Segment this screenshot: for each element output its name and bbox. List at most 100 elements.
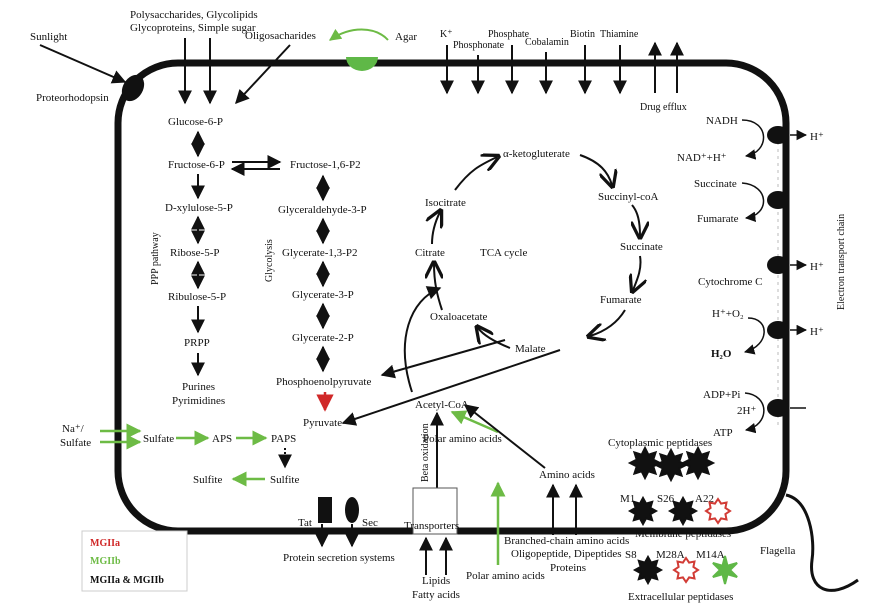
glycolysis-item-f16p: Fructose-1,6-P2 — [290, 159, 361, 171]
ppp-item-xylulose: D-xylulose-5-P — [165, 202, 233, 214]
membrane-peptidase-symbols — [627, 495, 732, 527]
tca-arrow-cit-iso — [432, 212, 440, 245]
ppp-item-ribose: Ribose-5-P — [170, 247, 220, 259]
thiamine-label: Thiamine — [600, 29, 639, 40]
fatty-acids-label: Fatty acids — [412, 589, 460, 601]
drug-efflux-label: Drug efflux — [640, 102, 687, 113]
glycolysis-item-g3p: Glyceraldehyde-3-P — [278, 204, 367, 216]
extracellular-peptidase-m28a-star — [672, 556, 700, 584]
nadh-arrow — [741, 119, 765, 160]
m28a-label: M28A — [656, 549, 685, 561]
h-o2-label: H⁺+O₂ — [712, 308, 744, 320]
agar-arrow — [329, 28, 389, 41]
ppp-item-prpp: PRPP — [184, 337, 210, 349]
polar-amino-acids-out-label: Polar amino acids — [466, 570, 545, 582]
tca-item-fumarate: Fumarate — [600, 294, 642, 306]
atp-synthesis-arrow — [744, 392, 765, 434]
glycolysis-item-g13p2: Glycerate-1,3-P2 — [282, 247, 357, 259]
flagella-label: Flagella — [760, 545, 796, 557]
etc-title: Electron transport chain — [836, 214, 847, 310]
cytoplasmic-peptidase-star — [680, 445, 716, 481]
extracellular-peptidase-m14a-star — [712, 555, 738, 585]
tca-item-malate: Malate — [515, 343, 546, 355]
tca-arrow-mal-oaa — [478, 328, 511, 349]
glycolysis-item-g2p: Glycerate-2-P — [292, 332, 354, 344]
membrane-peptidase-m1-star — [627, 495, 659, 527]
succinate-arrow — [741, 182, 765, 223]
sec-transporter — [345, 497, 359, 523]
water-label: H₂O — [711, 348, 732, 360]
tca-item-akg: α-ketogluterate — [503, 148, 570, 160]
polar-amino-acids-in-label: Polar amino acids — [423, 433, 502, 445]
nad-label: NAD⁺+H⁺ — [677, 152, 727, 164]
tca-title: TCA cycle — [480, 247, 527, 259]
amino-acids-to-acetylcoa-arrow — [463, 404, 546, 469]
two-h-label: 2H⁺ — [737, 405, 756, 417]
branched-aa-label: Branched-chain amino acids — [504, 535, 629, 547]
etc-complex-3 — [767, 256, 789, 274]
cytoplasmic-peptidase-star — [627, 445, 663, 481]
beta-oxidation-label: Beta oxidation — [420, 423, 431, 482]
glycolysis-item-pep: Phosphoenolpyruvate — [276, 376, 371, 388]
h-label-3: H⁺ — [810, 326, 824, 338]
atp-synthase — [767, 399, 789, 417]
tca-arrow-succ-fum — [633, 255, 641, 290]
tca-item-isocitrate: Isocitrate — [425, 197, 466, 209]
etc-complex-1 — [767, 126, 789, 144]
cytoplasmic-peptidase-star — [653, 447, 689, 483]
s26-label: S26 — [657, 493, 675, 505]
sugars-label-2: Glycoproteins, Simple sugar — [130, 22, 256, 34]
tca-arrow-fum-mal — [590, 309, 626, 336]
flagella-shape — [785, 493, 859, 592]
sunlight-label: Sunlight — [30, 31, 67, 43]
proteorhodopsin-label: Proteorhodopsin — [36, 92, 109, 104]
tca-item-oxaloacetate: Oxaloacetate — [430, 311, 488, 323]
tat-transporter — [318, 497, 332, 523]
tca-item-succinylcoa: Succinyl-coA — [598, 191, 659, 203]
h-label-2: H⁺ — [810, 261, 824, 273]
m14a-label: M14A — [696, 549, 725, 561]
extracellular-peptidase-symbols — [632, 554, 738, 586]
sulfite-out-label: Sulfite — [193, 474, 222, 486]
ppp-title: PPP pathway — [150, 232, 161, 285]
lipids-label: Lipids — [422, 575, 450, 587]
s8-label: S8 — [625, 549, 637, 561]
sec-label: Sec — [362, 517, 378, 529]
nadh-label: NADH — [706, 115, 738, 127]
atp-label: ATP — [713, 427, 733, 439]
tat-label: Tat — [298, 517, 312, 529]
sulfate-in-label: Sulfate — [143, 433, 174, 445]
purines-label: Purines — [182, 381, 215, 393]
sulfate-out-label: Sulfate — [60, 437, 91, 449]
extracellular-peptidases-label: Extracellular peptidases — [628, 591, 733, 603]
tca-item-citrate: Citrate — [415, 247, 445, 259]
adp-label: ADP+Pi — [703, 389, 740, 401]
extracellular-peptidase-s8-star — [632, 554, 664, 586]
glycolysis-title: Glycolysis — [264, 239, 275, 282]
etc-fumarate-label: Fumarate — [697, 213, 739, 225]
cytoplasmic-peptidases-label: Cytoplasmic peptidases — [608, 437, 712, 449]
sugars-label-1: Polysaccharides, Glycolipids — [130, 9, 258, 21]
pyruvate-label: Pyruvate — [303, 417, 342, 429]
pyrimidines-label: Pyrimidines — [172, 395, 225, 407]
ppp-item-ribulose: Ribulose-5-P — [168, 291, 226, 303]
oxygen-arrow — [743, 317, 765, 355]
oligosaccharides-label: Oligosacharides — [245, 30, 316, 42]
protein-secretion-label: Protein secretion systems — [283, 552, 395, 564]
oligosaccharides-arrow — [235, 44, 291, 105]
tca-arrow-oaa-cit — [434, 264, 442, 311]
etc-succinate-label: Succinate — [694, 178, 737, 190]
h-label-1: H⁺ — [810, 131, 824, 143]
oligopeptide-label: Oligopeptide, Dipeptides — [511, 548, 622, 560]
membrane-peptidase-a22-star — [704, 497, 732, 525]
etc-complex-4 — [767, 321, 789, 339]
tca-arrow-akg-succoa — [579, 154, 612, 185]
m1-label: M1 — [620, 493, 635, 505]
acetylcoa-to-citrate-arrow — [403, 286, 442, 393]
tca-arrow-succoa-succ — [632, 204, 640, 236]
phosphate-label: Phosphate — [488, 29, 530, 40]
etc-complex-2 — [767, 191, 789, 209]
tca-item-succinate: Succinate — [620, 241, 663, 253]
